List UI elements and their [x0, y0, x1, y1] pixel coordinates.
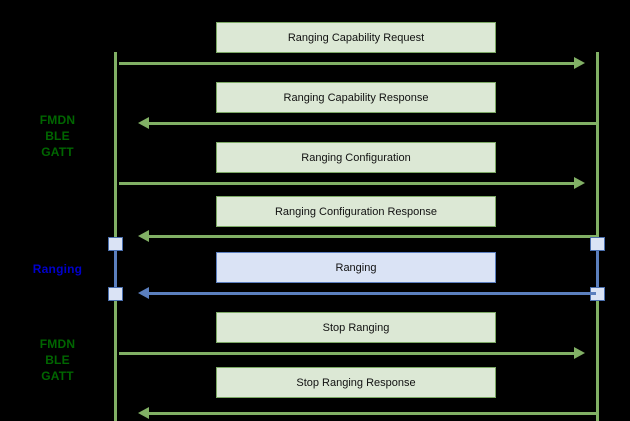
arrow-head-right-icon	[574, 57, 585, 69]
message-label: Ranging Configuration	[301, 151, 411, 164]
message-box: Stop Ranging	[216, 312, 496, 343]
message-box: Stop Ranging Response	[216, 367, 496, 398]
arrow-head-right-icon	[574, 177, 585, 189]
message-arrow-line	[149, 292, 596, 295]
activation-box-right-top	[590, 237, 605, 251]
arrow-head-left-icon	[138, 407, 149, 419]
activation-bar-right	[596, 244, 599, 294]
activation-box-left-bottom	[108, 287, 123, 301]
left-lifeline	[114, 52, 117, 421]
phase-label-line: GATT	[41, 145, 74, 159]
activation-box-left-top	[108, 237, 123, 251]
right-lifeline	[596, 52, 599, 421]
message-arrow-line	[149, 235, 596, 238]
message-box: Ranging Capability Response	[216, 82, 496, 113]
arrow-head-left-icon	[138, 230, 149, 242]
message-label: Ranging Configuration Response	[274, 205, 438, 218]
message-arrow-line	[149, 412, 596, 415]
message-label: Stop Ranging Response	[296, 376, 416, 389]
phase-label-line: GATT	[41, 369, 74, 383]
message-label: Ranging Capability Response	[283, 91, 429, 104]
message-arrow-line	[149, 122, 596, 125]
message-box: Ranging Capability Request	[216, 22, 496, 53]
message-arrow-line	[119, 352, 574, 355]
message-box: Ranging Configuration Response	[216, 196, 496, 227]
message-label: Ranging	[335, 261, 377, 274]
message-box: Ranging Configuration	[216, 142, 496, 173]
message-label: Stop Ranging	[322, 321, 390, 334]
phase-label-fmdn-top: FMDN BLE GATT	[10, 112, 105, 160]
phase-label-line: Ranging	[32, 262, 83, 276]
phase-label-ranging: Ranging	[10, 261, 105, 277]
message-arrow-line	[119, 182, 574, 185]
message-arrow-line	[119, 62, 574, 65]
arrow-head-left-icon	[138, 287, 149, 299]
phase-label-line: FMDN	[39, 337, 76, 351]
phase-label-line: BLE	[45, 353, 70, 367]
arrow-head-right-icon	[574, 347, 585, 359]
arrow-head-left-icon	[138, 117, 149, 129]
activation-bar-left	[114, 244, 117, 294]
phase-label-fmdn-bottom: FMDN BLE GATT	[10, 336, 105, 384]
message-label: Ranging Capability Request	[287, 31, 425, 44]
phase-label-line: BLE	[45, 129, 70, 143]
phase-label-line: FMDN	[39, 113, 76, 127]
message-box: Ranging	[216, 252, 496, 283]
